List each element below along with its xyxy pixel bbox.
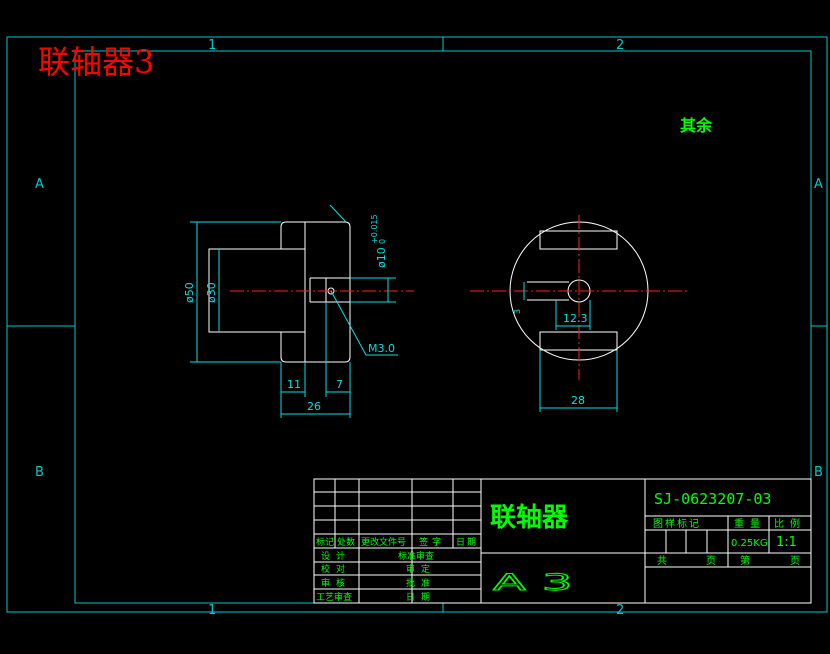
weight-value: 0.25KG bbox=[731, 538, 768, 549]
dim-outer-dia: ø50 bbox=[183, 282, 196, 303]
rev-header-sign: 签字 bbox=[419, 536, 445, 548]
side-view: ø50 ø30 ø10 +0.015 0 M3.0 11 7 26 bbox=[183, 204, 414, 418]
drawing-title: 联轴器3 bbox=[38, 43, 154, 81]
dim-bore-dia: ø10 bbox=[375, 247, 388, 268]
weight-label: 重量 bbox=[734, 517, 766, 530]
dim-thread: M3.0 bbox=[368, 342, 395, 355]
dim-bore-tol-lower: 0 bbox=[378, 239, 387, 244]
front-view-dimensions bbox=[523, 282, 618, 412]
rev-header-doc: 更改文件号 bbox=[361, 536, 406, 548]
total-sheets-unit: 页 bbox=[706, 555, 716, 567]
dim-12-3: 12.3 bbox=[563, 312, 588, 325]
dim-bore-tol-upper: +0.015 bbox=[370, 214, 379, 244]
scale-value: 1:1 bbox=[776, 535, 797, 550]
side-view-dimensions bbox=[190, 204, 398, 418]
rev-header-count: 处数 bbox=[337, 536, 355, 548]
zone-col-2-bottom: 2 bbox=[616, 603, 624, 618]
role-date: 日期 bbox=[406, 592, 436, 603]
role-process: 工艺审查 bbox=[316, 591, 352, 603]
zone-col-1-bottom: 1 bbox=[208, 603, 216, 618]
title-block-lines bbox=[313, 478, 812, 604]
role-check: 校对 bbox=[321, 563, 351, 575]
scale-label: 比例 bbox=[774, 517, 806, 530]
zone-row-b-left: B bbox=[35, 465, 44, 480]
zone-row-a-right: A bbox=[814, 177, 823, 192]
sheet-size: A3 bbox=[493, 569, 588, 595]
dim-inner-dia: ø30 bbox=[205, 282, 218, 303]
zone-markers: 1 2 1 2 A A B B bbox=[35, 38, 823, 618]
dim-11: 11 bbox=[287, 378, 301, 391]
rev-header-mark: 标记 bbox=[316, 536, 334, 548]
role-standard: 标准审查 bbox=[398, 550, 434, 562]
dim-3: 3 bbox=[513, 309, 522, 314]
front-view-centerlines bbox=[470, 215, 690, 380]
front-view: 12.3 28 3 bbox=[470, 215, 690, 412]
role-review: 审核 bbox=[321, 577, 351, 589]
dim-7: 7 bbox=[336, 378, 343, 391]
role-design: 设计 bbox=[321, 550, 351, 562]
side-view-geometry bbox=[208, 221, 351, 363]
zone-row-b-right: B bbox=[814, 465, 823, 480]
zone-row-a-left: A bbox=[35, 177, 44, 192]
title-block: 联轴器 A3 SJ-0623207-03 图样标记 重量 比例 0.25KG 1… bbox=[313, 478, 812, 604]
part-name: 联轴器 bbox=[490, 503, 569, 533]
zone-col-2-top: 2 bbox=[616, 38, 624, 53]
drawing-number: SJ-0623207-03 bbox=[654, 490, 771, 508]
zone-col-1-top: 1 bbox=[208, 38, 216, 53]
sheet-number-label: 第 bbox=[740, 554, 750, 567]
dim-28: 28 bbox=[571, 394, 585, 407]
sheet-number-unit: 页 bbox=[790, 555, 800, 567]
role-approve: 审定 bbox=[406, 563, 436, 575]
dim-26: 26 bbox=[307, 400, 321, 413]
total-sheets-label: 共 bbox=[657, 555, 667, 567]
roughness-note: 其余 bbox=[680, 116, 713, 135]
stage-mark-label: 图样标记 bbox=[653, 517, 701, 530]
role-sanction: 批准 bbox=[406, 577, 436, 589]
rev-header-date: 日期 bbox=[456, 537, 478, 548]
